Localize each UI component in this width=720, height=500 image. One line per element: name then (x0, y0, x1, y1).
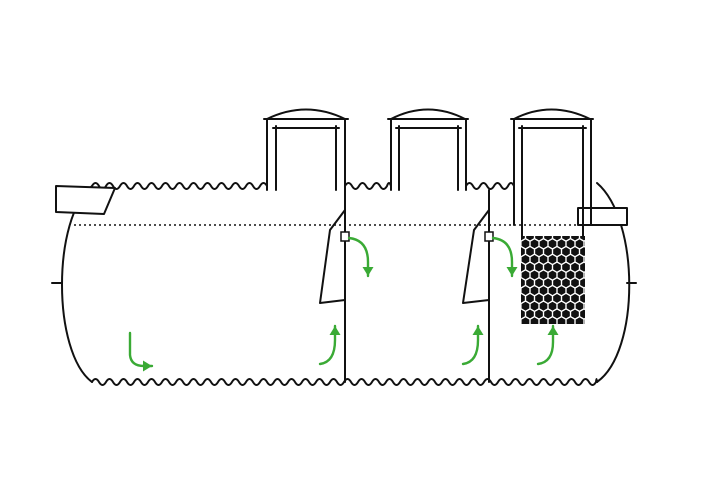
flow-arrow-ch3-up-head (547, 326, 559, 335)
filter-media-cell (583, 323, 585, 324)
transfer-port-2 (484, 231, 494, 242)
filter-media (521, 236, 585, 324)
baffle-1 (319, 209, 346, 304)
filter-media-cell (583, 302, 585, 311)
filter-media-cell (565, 323, 567, 324)
manhole-3-lid (513, 108, 591, 120)
manhole-2-lid (390, 108, 466, 120)
flow-arrow-ch2-down-head (362, 267, 374, 276)
flow-arrow-inlet-down (128, 331, 154, 368)
filter-media-cell (583, 271, 585, 279)
baffle-2 (462, 209, 490, 304)
flow-arrow-ch3-up (536, 324, 555, 366)
flow-arrow-ch1-up (318, 324, 337, 366)
filter-media-cell (574, 323, 576, 324)
filter-media-cell (583, 255, 585, 264)
outlet-pipe (577, 207, 628, 226)
filter-media-cell (556, 315, 567, 324)
tank-bottom-corrugation (91, 378, 598, 386)
filter-media-cell (583, 317, 585, 324)
flow-arrow-ch3-down-head (506, 267, 518, 276)
filter-media-cell (521, 315, 531, 324)
filter-media-cell (574, 315, 585, 324)
filter-media-cell (583, 239, 585, 248)
tank-top-corrugation-2 (344, 182, 392, 190)
filter-media-cell (538, 323, 540, 324)
tank-top-corrugation-3 (465, 182, 515, 190)
flow-arrow-ch1-up-head (329, 326, 341, 335)
filter-media-cell (547, 315, 558, 324)
filter-media-cell (583, 286, 585, 295)
filter-media-cell (529, 315, 540, 324)
filter-media-cell (521, 323, 522, 324)
flow-arrow-ch3-down (491, 236, 514, 278)
flow-arrow-ch2-down (347, 236, 370, 278)
manhole-1 (263, 108, 349, 191)
flow-arrow-ch2-up (461, 324, 480, 366)
flow-arrow-ch2-up-head (472, 326, 484, 335)
tank-top-corrugation-1 (91, 182, 268, 190)
tank-left-end (61, 185, 93, 383)
filter-media-cell (538, 315, 549, 324)
manhole-1-lid (266, 108, 346, 120)
tank-right-end (596, 182, 631, 383)
flow-arrow-inlet-down-head (143, 360, 152, 372)
manhole-2 (387, 108, 469, 191)
filter-media-cell (529, 323, 531, 324)
filter-media-cell (565, 315, 576, 324)
flow-arrows (128, 236, 559, 372)
manhole-3 (510, 108, 594, 237)
inlet-pipe (55, 185, 116, 215)
transfer-port-1 (340, 231, 350, 242)
